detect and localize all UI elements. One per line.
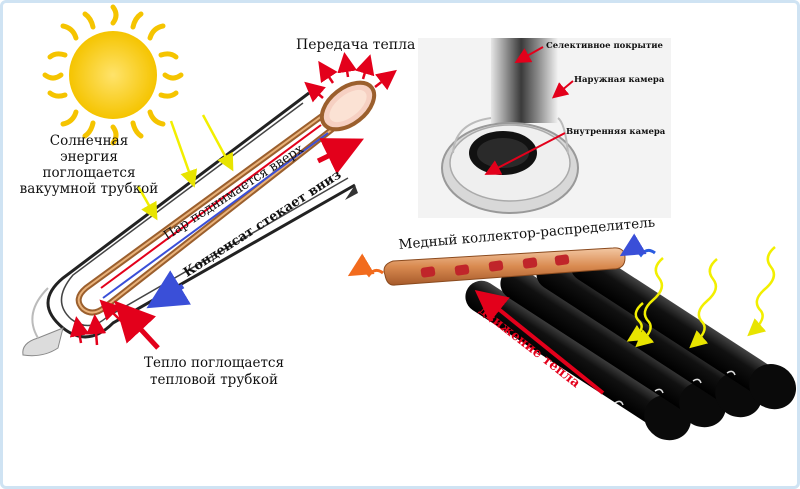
glass-tube-photo (418, 38, 671, 218)
wavy-sun-rays (626, 246, 776, 349)
copper-manifold (347, 233, 656, 286)
inner-chamber-label: Внутренняя камера (566, 127, 666, 137)
heat-absorbed-label: Тепло поглощается тепловой трубкой (143, 355, 285, 388)
solar-energy-label: Солнечная энергия поглощается вакуумной … (19, 133, 159, 197)
sun-icon (42, 4, 184, 146)
outer-chamber-label: Наружная камера (574, 75, 665, 85)
heat-transfer-label: Передача тепла (296, 37, 416, 53)
selective-coating-label: Селективное покрытие (546, 41, 663, 51)
diagram-canvas (22, 4, 797, 441)
collector-tubes (465, 249, 797, 441)
heat-transfer-arrows (304, 52, 397, 175)
heat-flow-arrow (474, 289, 605, 395)
heat-absorbed-arrows (69, 299, 160, 350)
sun-rays (136, 114, 234, 221)
condensate-arrow (146, 270, 192, 309)
